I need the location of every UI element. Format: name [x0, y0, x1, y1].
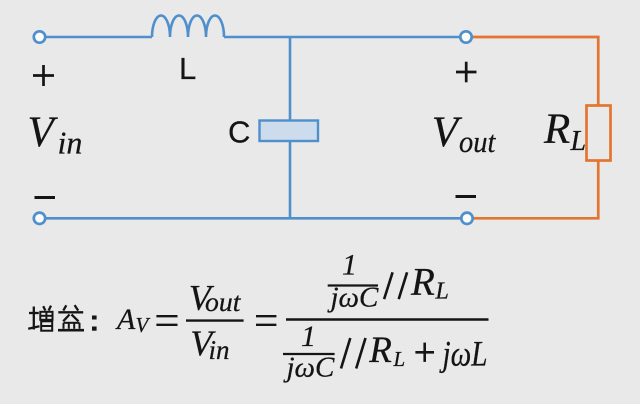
svg-text:in: in: [58, 125, 83, 161]
svg-text:R: R: [410, 260, 435, 303]
svg-text:V: V: [136, 313, 151, 337]
svg-text:jωC: jωC: [327, 282, 380, 314]
svg-text:L: L: [435, 278, 449, 304]
svg-text:1: 1: [301, 320, 316, 353]
svg-text:R: R: [543, 106, 570, 153]
svg-text:jωC: jωC: [283, 352, 336, 384]
svg-text:V: V: [432, 109, 463, 156]
svg-text:R: R: [368, 330, 392, 371]
svg-text:C: C: [228, 115, 250, 150]
svg-text:V: V: [190, 323, 216, 363]
svg-text:L: L: [393, 347, 406, 371]
svg-text:out: out: [459, 124, 497, 159]
svg-text:1: 1: [342, 249, 357, 282]
svg-text:V: V: [189, 278, 215, 318]
svg-text:in: in: [209, 335, 230, 365]
svg-text:V: V: [28, 109, 59, 156]
svg-text:out: out: [205, 287, 242, 317]
svg-text:L: L: [179, 51, 196, 86]
svg-text:A: A: [115, 303, 136, 336]
svg-text:L: L: [570, 126, 587, 157]
svg-text:jωL: jωL: [439, 333, 487, 373]
